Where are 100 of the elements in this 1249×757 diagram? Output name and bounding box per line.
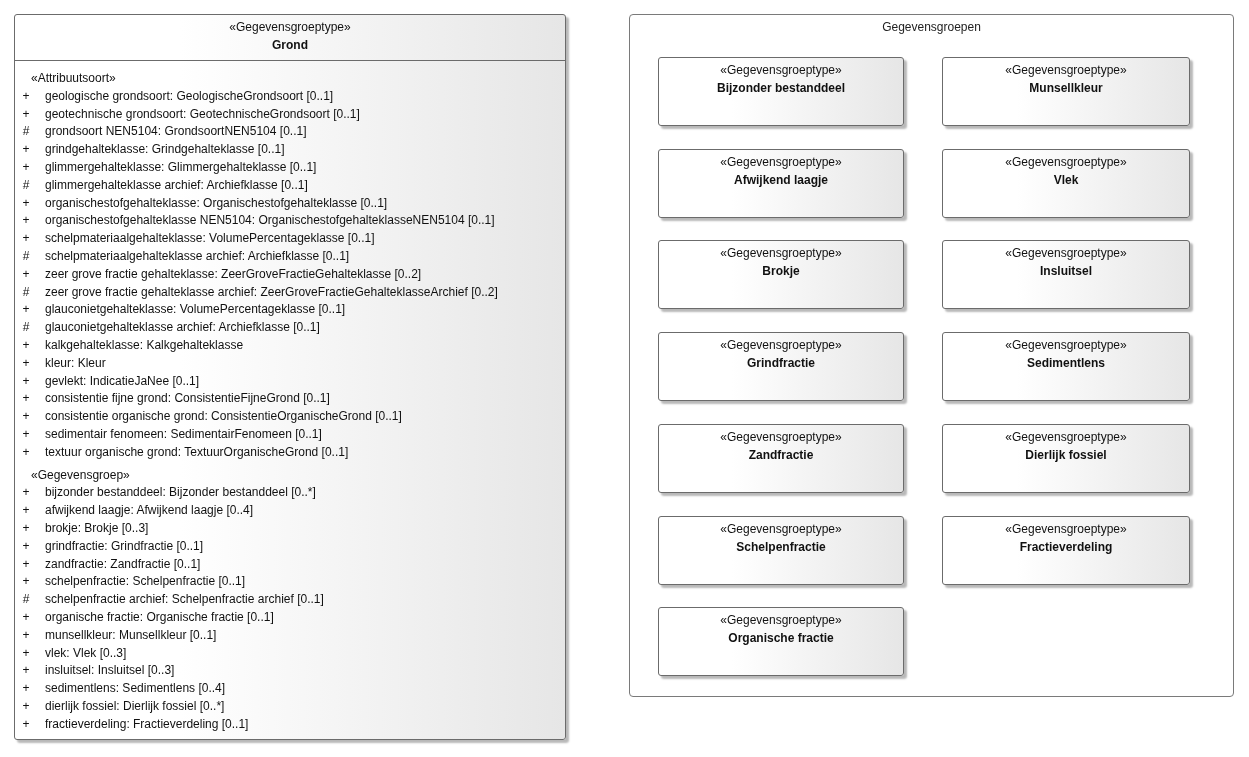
attribute-text: grindfractie: Grindfractie [0..1] bbox=[45, 537, 204, 555]
attribute-text: fractieverdeling: Fractieverdeling [0..1] bbox=[45, 715, 249, 733]
attribute-text: schelpmateriaalgehalteklasse: VolumePercentageklasse [0..1] bbox=[45, 230, 375, 248]
stereotype-label: «Gegevensgroeptype» bbox=[720, 612, 842, 629]
class-box bbox=[658, 149, 904, 218]
class-name: Organische fractie bbox=[728, 630, 834, 647]
attribute-text: glimmergehalteklasse: Glimmergehalteklasse [0..1] bbox=[45, 159, 317, 176]
attribute-text: schelpenfractie: Schelpenfractie [0..1] bbox=[45, 573, 246, 591]
class-name: Schelpenfractie bbox=[736, 539, 826, 556]
attribute-text: organische fractie: Organische fractie [0..1] bbox=[45, 608, 274, 626]
visibility-marker: + bbox=[21, 425, 31, 443]
visibility-marker: + bbox=[21, 662, 31, 680]
frame-title: Gegevensgroepen bbox=[882, 19, 981, 36]
visibility-marker: # bbox=[21, 591, 31, 609]
attribute-text: grondsoort NEN5104: GrondsoortNEN5104 [0..1] bbox=[45, 123, 307, 141]
class-name: Zandfractie bbox=[748, 447, 814, 464]
visibility-marker: + bbox=[21, 502, 31, 520]
class-name: Afwijkend laagje bbox=[734, 172, 828, 189]
visibility-marker: + bbox=[21, 265, 31, 283]
attribute-text: consistentie organische grond: ConsistentieOrganischeGrond [0..1] bbox=[45, 408, 402, 426]
class-box bbox=[658, 240, 904, 309]
attribute-text: grindgehalteklasse: Grindgehalteklasse [0..1] bbox=[45, 141, 285, 159]
visibility-marker: + bbox=[21, 390, 31, 408]
class-name: Fractieverdeling bbox=[1019, 539, 1113, 556]
stereotype-label: «Gegevensgroeptype» bbox=[720, 521, 842, 538]
class-box bbox=[942, 332, 1190, 401]
visibility-marker: + bbox=[21, 715, 31, 733]
visibility-marker: + bbox=[21, 408, 31, 426]
class-box bbox=[658, 607, 904, 676]
stereotype-label: «Gegevensgroeptype» bbox=[1005, 154, 1127, 171]
stereotype-label: «Gegevensgroeptype» bbox=[1005, 62, 1127, 79]
attribute-text: glauconietgehalteklasse: VolumePercentageklasse [0..1] bbox=[45, 301, 346, 319]
stereotype-label: «Gegevensgroeptype» bbox=[720, 429, 842, 446]
class-box bbox=[942, 149, 1190, 218]
class-name: Insluitsel bbox=[1040, 263, 1092, 280]
package-frame bbox=[629, 14, 1234, 697]
attribute-text: sedimentair fenomeen: SedimentairFenomeen [0..1] bbox=[45, 425, 322, 443]
attribute-text: schelpmateriaalgehalteklasse archief: Archiefklasse [0..1] bbox=[45, 247, 350, 265]
stereotype-label: «Gegevensgroeptype» bbox=[720, 154, 842, 171]
stereotype-label: «Gegevensgroeptype» bbox=[1005, 337, 1127, 354]
attribute-text: organischestofgehalteklasse: Organischestofgehalteklasse [0..1] bbox=[45, 194, 388, 212]
attribute-text: kalkgehalteklasse: Kalkgehalteklasse bbox=[45, 336, 244, 354]
class-name: Grindfractie bbox=[747, 355, 815, 372]
visibility-marker: + bbox=[21, 372, 31, 390]
visibility-marker: + bbox=[21, 354, 31, 372]
compartment-stereotype: «Attribuutsoort» bbox=[31, 70, 116, 87]
visibility-marker: + bbox=[21, 443, 31, 461]
class-name: Dierlijk fossiel bbox=[1025, 447, 1107, 464]
class-name: Vlek bbox=[1053, 172, 1079, 189]
attribute-text: textuur organische grond: TextuurOrganischeGrond [0..1] bbox=[45, 443, 349, 461]
stereotype-label: «Gegevensgroeptype» bbox=[1005, 521, 1127, 538]
attribute-text: zeer grove fractie gehalteklasse: ZeerGroveFractieGehalteklasse [0..2] bbox=[45, 265, 422, 283]
visibility-marker: + bbox=[21, 87, 31, 105]
class-box bbox=[658, 332, 904, 401]
visibility-marker: # bbox=[21, 247, 31, 265]
visibility-marker: + bbox=[21, 626, 31, 644]
visibility-marker: + bbox=[21, 644, 31, 662]
visibility-marker: + bbox=[21, 212, 31, 230]
attribute-text: schelpenfractie archief: Schelpenfractie archief [0..1] bbox=[45, 591, 324, 609]
attribute-text: gevlekt: IndicatieJaNee [0..1] bbox=[45, 372, 200, 390]
attribute-text: consistentie fijne grond: ConsistentieFijneGrond [0..1] bbox=[45, 390, 330, 408]
attribute-text: geotechnische grondsoort: GeotechnischeGrondsoort [0..1] bbox=[45, 105, 360, 123]
attribute-text: bijzonder bestanddeel: Bijzonder bestanddeel [0..*] bbox=[45, 484, 316, 502]
class-box bbox=[942, 240, 1190, 309]
visibility-marker: + bbox=[21, 105, 31, 123]
visibility-marker: + bbox=[21, 555, 31, 573]
class-box bbox=[14, 14, 566, 740]
visibility-marker: + bbox=[21, 680, 31, 698]
visibility-marker: + bbox=[21, 519, 31, 537]
stereotype-label: «Gegevensgroeptype» bbox=[1005, 245, 1127, 262]
attribute-text: kleur: Kleur bbox=[45, 354, 106, 372]
visibility-marker: + bbox=[21, 301, 31, 319]
visibility-marker: # bbox=[21, 283, 31, 301]
class-box bbox=[658, 424, 904, 493]
attribute-text: organischestofgehalteklasse NEN5104: OrganischestofgehalteklasseNEN5104 [0..1] bbox=[45, 212, 495, 230]
visibility-marker: # bbox=[21, 176, 31, 194]
attribute-text: munsellkleur: Munsellkleur [0..1] bbox=[45, 626, 217, 644]
class-box bbox=[942, 57, 1190, 126]
attribute-text: insluitsel: Insluitsel [0..3] bbox=[45, 662, 175, 680]
visibility-marker: + bbox=[21, 484, 31, 502]
stereotype-label: «Gegevensgroeptype» bbox=[720, 337, 842, 354]
class-box bbox=[658, 57, 904, 126]
visibility-marker: + bbox=[21, 159, 31, 176]
visibility-marker: + bbox=[21, 194, 31, 212]
class-box bbox=[942, 424, 1190, 493]
compartment-stereotype: «Gegevensgroep» bbox=[31, 466, 130, 484]
attribute-text: sedimentlens: Sedimentlens [0..4] bbox=[45, 680, 226, 698]
attribute-text: geologische grondsoort: GeologischeGrondsoort [0..1] bbox=[45, 87, 334, 105]
class-name: Bijzonder bestanddeel bbox=[717, 80, 845, 97]
attribute-text: glimmergehalteklasse archief: Archiefklasse [0..1] bbox=[45, 176, 308, 194]
stereotype-label: «Gegevensgroeptype» bbox=[1005, 429, 1127, 446]
visibility-marker: + bbox=[21, 573, 31, 591]
visibility-marker: + bbox=[21, 230, 31, 248]
visibility-marker: + bbox=[21, 537, 31, 555]
class-name: Brokje bbox=[762, 263, 800, 280]
attribute-text: brokje: Brokje [0..3] bbox=[45, 519, 149, 537]
class-name: Grond bbox=[272, 37, 308, 54]
visibility-marker: # bbox=[21, 319, 31, 337]
class-box bbox=[942, 516, 1190, 585]
attribute-text: zeer grove fractie gehalteklasse archief: ZeerGroveFractieGehalteklasseArchief [0..2] bbox=[45, 283, 498, 301]
